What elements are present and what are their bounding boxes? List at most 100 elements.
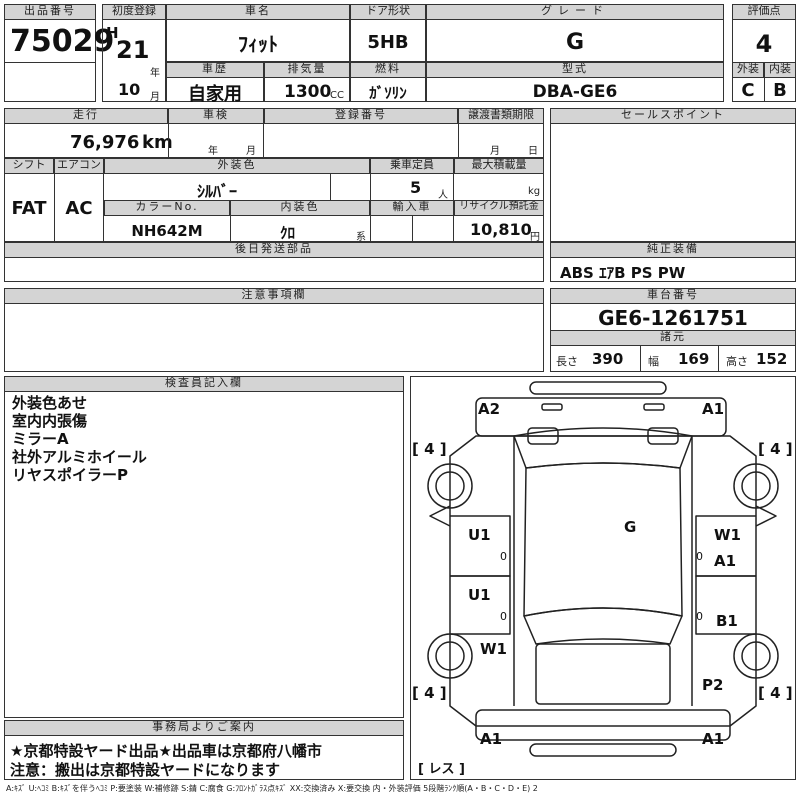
era-letter: H <box>106 24 119 42</box>
inspector-label: 検査員記入欄 <box>4 376 404 392</box>
width-value: 169 <box>678 350 710 368</box>
transfer-label: 譲渡書類期限 <box>458 108 544 124</box>
intcolor-unit: 系 <box>356 232 366 243</box>
equipment-label: 純正装備 <box>550 242 796 258</box>
color-label: 外装色 <box>104 158 370 174</box>
colorno-label: カラーNo. <box>104 200 230 216</box>
front-bumper-shape <box>529 381 667 395</box>
recycle-value: 10,810 <box>470 220 532 239</box>
wheel-rear-left <box>427 633 473 679</box>
recycle-unit: 円 <box>530 232 540 243</box>
recycle-label: リサイクル預託金 <box>454 200 544 216</box>
wheel-front-right <box>733 463 779 509</box>
damage-p2: P2 <box>702 676 724 694</box>
ac-cell <box>54 158 104 242</box>
lot-divider <box>4 62 96 63</box>
height-label: 高さ <box>726 355 748 368</box>
vehicle-history: 自家用 <box>188 84 242 105</box>
specs-label: 諸元 <box>550 330 796 346</box>
shift-value: FAT <box>11 198 47 219</box>
inspector-note: ミラーA <box>12 430 69 448</box>
interior-grade: B <box>773 80 787 101</box>
inspector-note: リヤスポイラーP <box>12 466 128 484</box>
registration-month: 10 <box>118 80 141 99</box>
seats-unit: 人 <box>438 190 448 201</box>
model-code: DBA-GE6 <box>532 82 618 102</box>
grade-value: G <box>565 30 585 55</box>
zero-mark: 0 <box>500 610 507 623</box>
car-name-label: 車名 <box>166 4 350 20</box>
ac-value: AC <box>65 198 93 219</box>
month-unit: 月 <box>150 92 160 103</box>
door-label: ドア形状 <box>350 4 426 20</box>
transfer-month-unit: 月 <box>490 146 500 157</box>
year-unit: 年 <box>150 68 160 79</box>
windshield-shape <box>513 427 693 469</box>
equipment-value: ABS ｴｱB PS PW <box>560 264 686 282</box>
history-label: 車歴 <box>166 62 264 78</box>
damage-b1: B1 <box>716 612 738 630</box>
fuel-label: 燃料 <box>350 62 426 78</box>
shift-label: シフト <box>4 158 54 174</box>
notes-label: 注意事項欄 <box>4 288 544 304</box>
zero-mark: 0 <box>696 550 703 563</box>
chassis-number: GE6-1261751 <box>598 306 748 330</box>
chassis-label: 車台番号 <box>550 288 796 304</box>
wheel-rear-right <box>733 633 779 679</box>
inspection-cell <box>168 108 264 158</box>
inspector-note: 外装色あせ <box>12 394 88 412</box>
load-label: 最大積載量 <box>454 158 544 174</box>
office-label: 事務局よりご案内 <box>4 720 404 736</box>
displacement-value: 1300 <box>284 82 332 102</box>
displacement-label: 排気量 <box>264 62 350 78</box>
inspector-note: 室内内張傷 <box>12 412 88 430</box>
damage-g: G <box>624 518 637 536</box>
tire-rear-left: [ 4 ] <box>412 684 447 702</box>
wheel-front-left <box>427 463 473 509</box>
interior-color: ｸﾛ <box>280 224 296 242</box>
office-note: ★京都特設ヤード出品★出品車は京都府八幡市 <box>10 742 322 760</box>
later-parts-label: 後日発送部品 <box>4 242 544 258</box>
hood-shape <box>475 397 727 437</box>
exterior-grade: C <box>741 80 755 101</box>
car-diagram-box <box>410 376 796 780</box>
office-note: 注意：搬出は京都特設ヤードになります <box>10 761 281 779</box>
exterior-label: 外装 <box>732 62 764 78</box>
import-subdivider <box>412 216 413 242</box>
inspector-notes: 外装色あせ 室内内張傷 ミラーA 社外アルミホイール リヤスポイラーP <box>12 394 147 484</box>
damage-w1-left: W1 <box>480 640 507 658</box>
tire-rear-right: [ 4 ] <box>758 684 793 702</box>
car-diagram <box>427 381 779 757</box>
model-label: 型式 <box>426 62 724 78</box>
height-value: 152 <box>756 350 788 368</box>
length-value: 390 <box>592 350 624 368</box>
spare-tire-status: [ レス ] <box>418 762 465 777</box>
regno-label: 登録番号 <box>264 108 458 124</box>
color-subdivider <box>330 174 331 200</box>
inspection-year-unit: 年 <box>208 146 218 157</box>
tire-front-left: [ 4 ] <box>412 440 447 458</box>
damage-a2: A2 <box>478 400 501 418</box>
tire-front-right: [ 4 ] <box>758 440 793 458</box>
mileage-value: 76,976 <box>70 132 140 153</box>
lot-number: 75029 <box>10 24 115 59</box>
load-unit: kg <box>528 186 541 197</box>
color-number: NH642M <box>131 222 203 240</box>
score-label: 評価点 <box>732 4 796 20</box>
length-label: 長さ <box>556 355 578 368</box>
sales-point-label: セールスポイント <box>550 108 796 124</box>
inspector-note: 社外アルミホイール <box>12 448 147 466</box>
seats-value: 5 <box>410 178 422 197</box>
regno-cell <box>458 108 459 158</box>
transfer-day-unit: 日 <box>528 146 538 157</box>
rear-window-shape <box>523 607 683 645</box>
inspection-month-unit: 月 <box>246 146 256 157</box>
zero-mark: 0 <box>500 550 507 563</box>
legend-footer: A:ｷｽﾞ U:ﾍｺﾐ B:ｷｽﾞを伴うﾍｺﾐ P:要塗装 W:補修跡 S:錆 … <box>6 784 538 793</box>
spec-divider-1 <box>640 346 641 372</box>
score-value: 4 <box>755 30 773 58</box>
ext-int-divider <box>764 62 765 102</box>
damage-a1-bottom-left: A1 <box>480 730 503 748</box>
exterior-color: ｼﾙﾊﾞｰ <box>196 182 237 201</box>
intcolor-label: 内装色 <box>230 200 370 216</box>
